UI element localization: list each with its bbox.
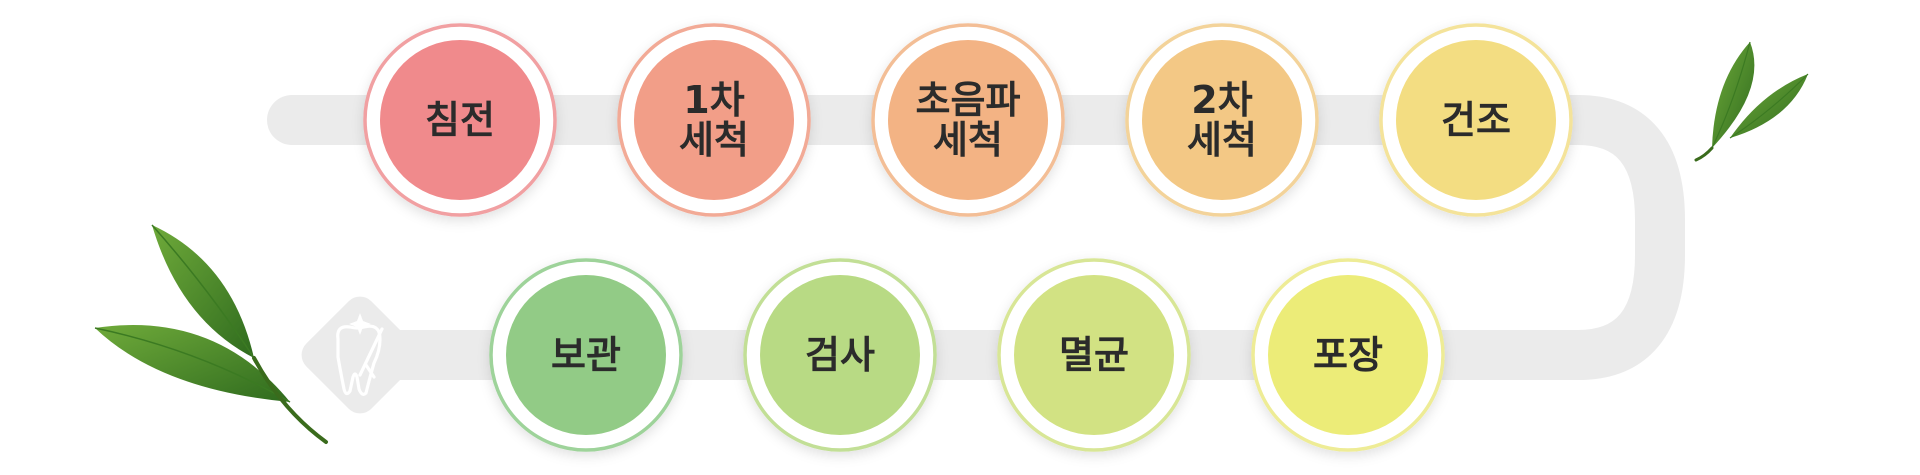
step-circle <box>1142 40 1302 200</box>
step-label: 세척 <box>933 118 1003 162</box>
step-circle <box>506 275 666 435</box>
step-circle <box>1268 275 1428 435</box>
step-node: 보관 <box>489 258 683 452</box>
step-label: 건조 <box>1441 98 1511 142</box>
start-badge <box>301 296 419 414</box>
step-node: 멸균 <box>997 258 1191 452</box>
process-track <box>267 95 1685 380</box>
step-label: 세척 <box>1187 118 1257 162</box>
step-label: 1차 <box>683 78 744 122</box>
step-label: 검사 <box>805 333 875 377</box>
step-node: 건조 <box>1379 23 1573 217</box>
step-label: 멸균 <box>1059 333 1129 377</box>
step-label: 포장 <box>1313 333 1383 377</box>
step-label: 초음파 <box>916 78 1021 122</box>
step-circle <box>1396 40 1556 200</box>
step-node: 포장 <box>1251 258 1445 452</box>
step-circle <box>760 275 920 435</box>
sparkle-icon <box>349 313 371 335</box>
step-node: 검사 <box>743 258 937 452</box>
leaf-right <box>1694 41 1809 162</box>
step-circle <box>380 40 540 200</box>
step-label: 보관 <box>551 333 621 377</box>
step-label: 세척 <box>679 118 749 162</box>
step-circle <box>634 40 794 200</box>
step-circle <box>1014 275 1174 435</box>
step-circle <box>888 40 1048 200</box>
step-label: 침전 <box>425 98 495 142</box>
step-label: 2차 <box>1191 78 1252 122</box>
leaf-left <box>94 224 328 444</box>
step-node: 침전 <box>363 23 557 217</box>
